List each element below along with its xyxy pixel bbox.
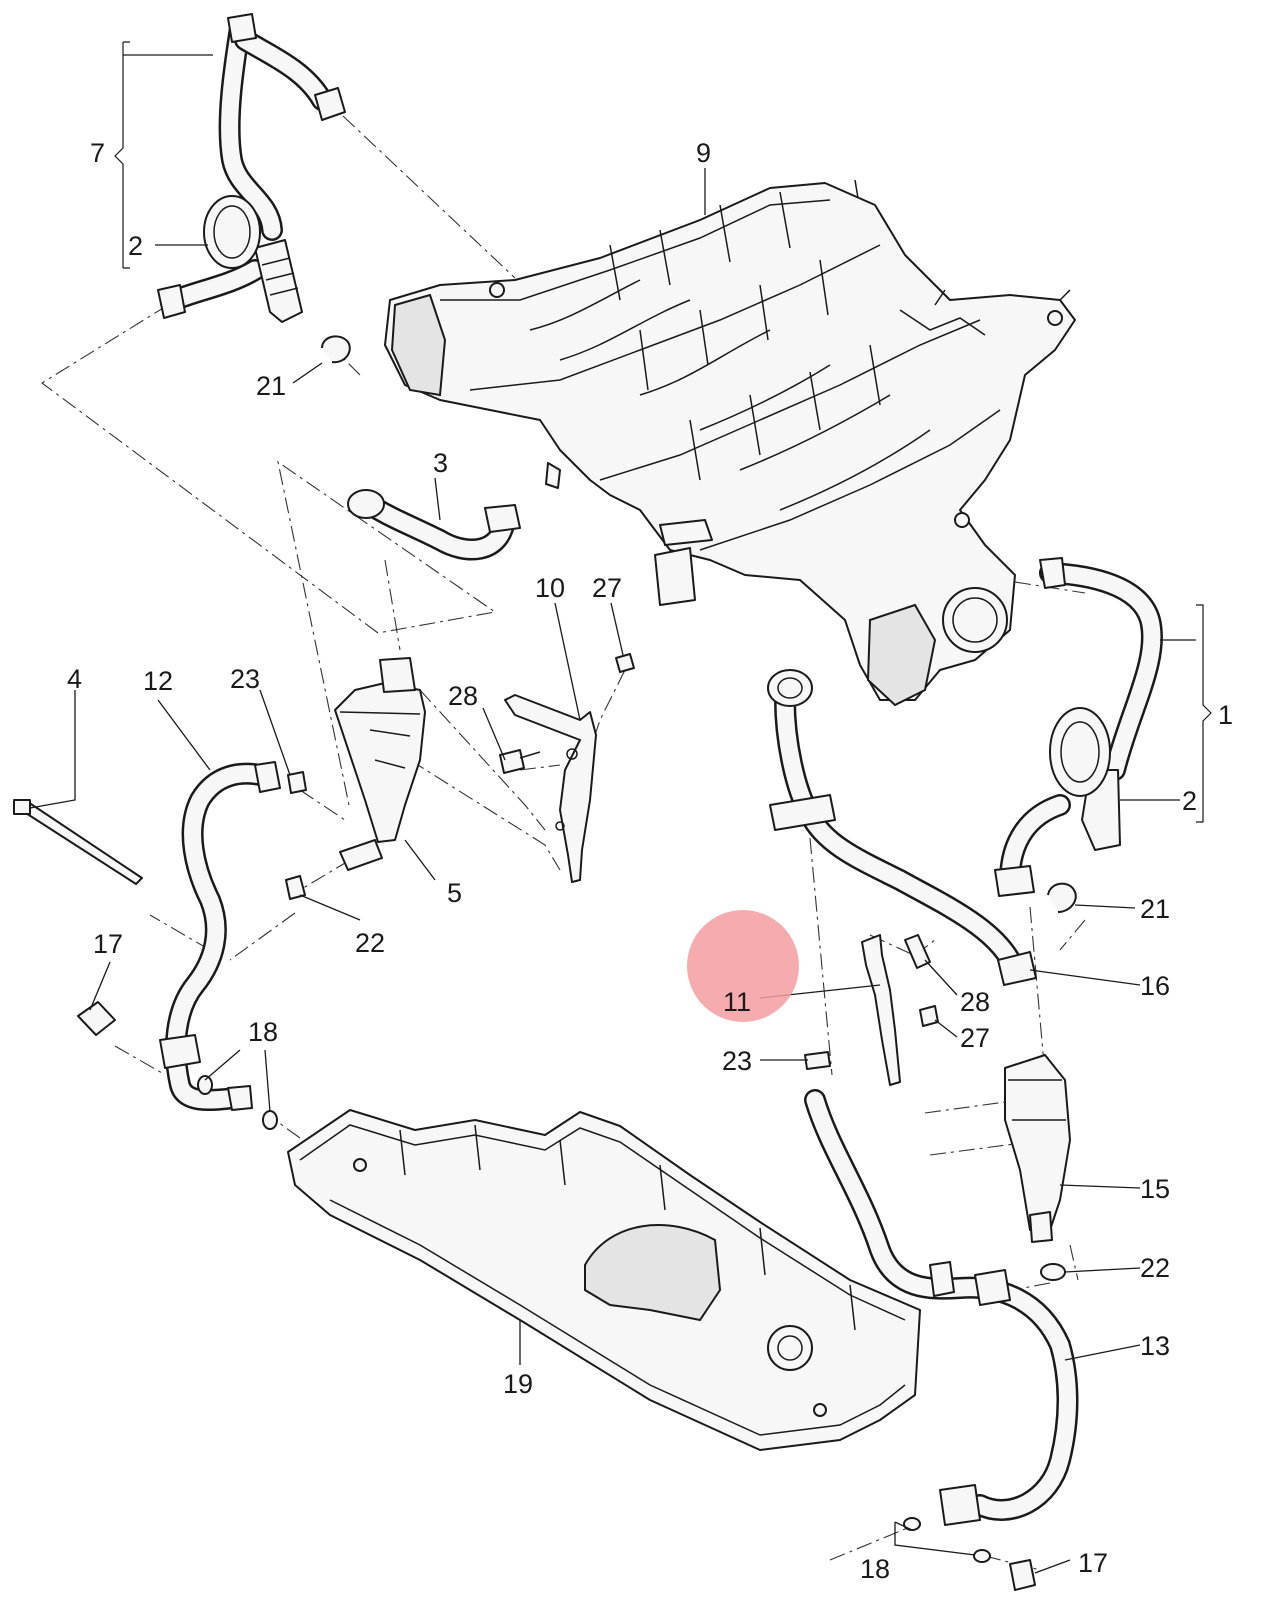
cable-tie-part-4[interactable] bbox=[13, 799, 143, 885]
bolt-part-28-upper[interactable] bbox=[499, 749, 541, 774]
callout-28-upper: 28 bbox=[448, 681, 478, 711]
oil-separator-part-5[interactable] bbox=[334, 657, 426, 871]
callout-15: 15 bbox=[1140, 1174, 1170, 1204]
callout-2-right: 2 bbox=[1182, 786, 1197, 816]
oil-return-hose-part-12[interactable] bbox=[159, 761, 281, 1111]
pressure-control-valve-part-2[interactable] bbox=[203, 195, 261, 269]
screw-plug-part-17-left[interactable] bbox=[77, 1001, 116, 1036]
callout-7: 7 bbox=[90, 138, 105, 168]
clamp-part-23-right[interactable] bbox=[804, 1051, 831, 1070]
hose-clamp-part-21-right[interactable] bbox=[1047, 882, 1077, 913]
clamp-part-22-right[interactable] bbox=[1040, 1263, 1066, 1281]
clamp-part-22-left[interactable] bbox=[285, 875, 306, 900]
hose-clamp-part-21[interactable] bbox=[321, 335, 351, 364]
clamp-part-23-left[interactable] bbox=[287, 771, 307, 794]
callout-16: 16 bbox=[1140, 971, 1170, 1001]
callout-1: 1 bbox=[1218, 700, 1233, 730]
oil-separator-part-15[interactable] bbox=[1004, 1054, 1071, 1243]
seal-ring-part-18-left[interactable] bbox=[197, 1075, 278, 1130]
callout-numbers: 7 2 21 9 3 10 27 4 12 23 28 5 22 17 18 1… bbox=[67, 138, 1233, 1584]
callout-3: 3 bbox=[433, 448, 448, 478]
bolt-part-27-lower[interactable] bbox=[919, 1005, 939, 1027]
breather-hose-part-1[interactable] bbox=[994, 557, 1163, 897]
callout-5: 5 bbox=[447, 878, 462, 908]
callout-22-right: 22 bbox=[1140, 1253, 1170, 1283]
highlight-hotspot[interactable] bbox=[687, 910, 799, 1022]
callout-21-right: 21 bbox=[1140, 894, 1170, 924]
callout-28-lower: 28 bbox=[960, 987, 990, 1017]
pressure-control-valve-part-2-right[interactable] bbox=[1049, 707, 1111, 797]
bolt-part-28-lower[interactable] bbox=[904, 934, 931, 969]
callout-18-right: 18 bbox=[860, 1554, 890, 1584]
screw-plug-part-17-right[interactable] bbox=[1009, 1559, 1036, 1591]
bolt-part-27-upper[interactable] bbox=[615, 653, 635, 673]
intake-manifold-part-9[interactable] bbox=[384, 179, 1076, 707]
breather-hose-part-7[interactable] bbox=[157, 13, 346, 323]
oil-pan-part-19[interactable] bbox=[287, 1109, 921, 1451]
callout-27-lower: 27 bbox=[960, 1023, 990, 1053]
oil-return-hose-part-13[interactable] bbox=[804, 1089, 1079, 1526]
callout-27-upper: 27 bbox=[592, 573, 622, 603]
callout-9: 9 bbox=[696, 138, 711, 168]
callout-2-left: 2 bbox=[128, 231, 143, 261]
callout-23-right: 23 bbox=[722, 1046, 752, 1076]
right-bracket-lines bbox=[1160, 604, 1212, 823]
callout-10: 10 bbox=[535, 573, 565, 603]
callout-17-left: 17 bbox=[93, 929, 123, 959]
upper-left-bracket-lines bbox=[114, 41, 213, 269]
callout-13: 13 bbox=[1140, 1331, 1170, 1361]
bracket-part-11[interactable] bbox=[861, 934, 901, 1086]
callout-17-right: 17 bbox=[1078, 1548, 1108, 1578]
callout-4: 4 bbox=[67, 664, 82, 694]
callout-leader-lines bbox=[29, 168, 1180, 1574]
callout-22-left: 22 bbox=[355, 928, 385, 958]
bracket-part-10[interactable] bbox=[504, 694, 597, 883]
callout-23-left: 23 bbox=[230, 664, 260, 694]
callout-19: 19 bbox=[503, 1369, 533, 1399]
callout-11: 11 bbox=[723, 987, 751, 1017]
callout-18-left: 18 bbox=[248, 1017, 278, 1047]
callout-21-left: 21 bbox=[256, 371, 286, 401]
breather-hose-part-16[interactable] bbox=[767, 669, 1037, 986]
callout-12: 12 bbox=[143, 666, 173, 696]
breather-hose-part-3[interactable] bbox=[347, 489, 521, 561]
